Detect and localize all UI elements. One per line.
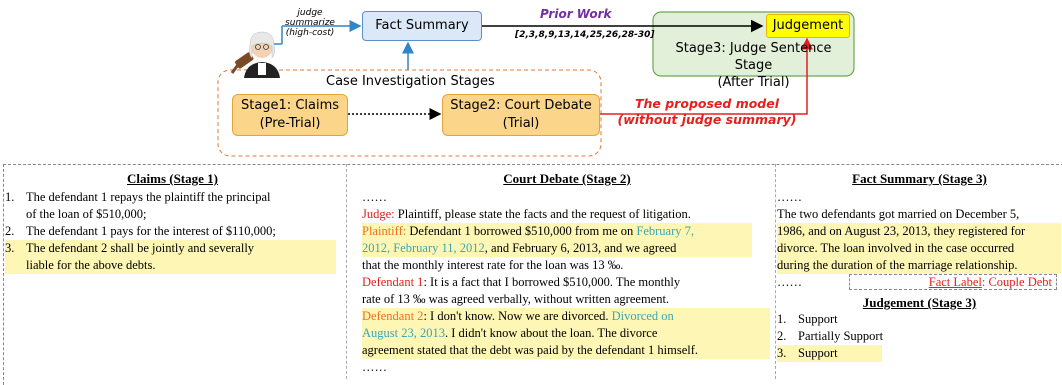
stage3-box-line2: (After Trial) <box>717 75 790 90</box>
fact-panel: Fact Summary (Stage 3) …… The two defend… <box>777 170 1062 362</box>
defendant2-date: Divorced on <box>611 309 674 323</box>
judgement-box: Judgement <box>766 14 850 38</box>
claim-item: 2. The defendant 1 pays for the interest… <box>5 223 340 240</box>
claim-text: The defendant 1 repays the plaintiff the… <box>26 190 271 204</box>
claim-number: 3. <box>5 241 15 255</box>
plaintiff-utterance: Plaintiff: Defendant 1 borrowed $510,000… <box>362 223 752 257</box>
judgement-text: Support <box>798 346 838 360</box>
judgement-item: 1. Support <box>777 311 1062 328</box>
judgement-text: Partially Support <box>798 329 884 343</box>
plaintiff-dates: February 7, <box>636 224 694 238</box>
judgement-item: 2. Partially Support <box>777 328 1062 345</box>
proposed-line1: The proposed model <box>634 96 780 111</box>
judge-summarize-label: judge summarize (high-cost) <box>280 8 340 38</box>
claim-text: liable for the above debts. <box>26 258 156 272</box>
example-panel-border <box>3 164 1062 385</box>
defendant2-date: August 23, 2013 <box>362 326 445 340</box>
judge-speaker: Judge: <box>362 207 395 221</box>
claim-text: The defendant 2 shall be jointly and sev… <box>26 241 255 255</box>
fact-ellipsis-top: …… <box>777 190 802 204</box>
proposed-model-label: The proposed model (without judge summar… <box>612 96 802 128</box>
defendant1-utterance: Defendant 1: It is a fact that I borrowe… <box>362 274 772 291</box>
investigation-container <box>217 69 602 157</box>
judge-utterance: Judge: Plaintiff, please state the facts… <box>362 206 772 223</box>
claims-title: Claims (Stage 1) <box>127 171 218 186</box>
fact-line: The two defendants got married on Decemb… <box>777 207 1020 221</box>
claim-item-highlighted: 3. The defendant 2 shall be jointly and … <box>5 240 336 274</box>
stage3-box-text: Stage3: Judge Sentence Stage (After Tria… <box>655 40 852 91</box>
judgement-title: Judgement (Stage 3) <box>862 295 977 310</box>
column-divider-1 <box>346 164 347 379</box>
debate-ellipsis-bottom: …… <box>362 360 387 374</box>
claim-text: of the loan of $510,000; <box>26 207 147 221</box>
proposed-line2: (without judge summary) <box>617 112 797 127</box>
defendant2-text: : I don't know. Now we are divorced. <box>423 309 612 323</box>
prior-work-label: Prior Work <box>540 7 612 21</box>
defendant2-text: . I didn't know about the loan. The divo… <box>445 326 658 340</box>
fact-line: during the duration of the marriage rela… <box>777 258 1018 272</box>
plaintiff-utterance-end: that the monthly interest rate for the l… <box>362 258 624 272</box>
defendant1-speaker: Defendant 1 <box>362 275 424 289</box>
stage2-line2: (Trial) <box>502 116 540 131</box>
stage1-box: Stage1: Claims (Pre-Trial) <box>232 94 348 136</box>
prior-work-refs: [2,3,8,9,13,14,25,26,28-30] <box>515 30 655 40</box>
stage1-line1: Stage1: Claims <box>240 98 340 113</box>
fact-label-key: Fact Label <box>928 275 982 289</box>
fact-line: 1986, and on August 23, 2013, they regis… <box>777 224 1026 238</box>
judgement-number: 2. <box>777 329 787 343</box>
stage3-box-line1: Stage3: Judge Sentence Stage <box>675 41 832 73</box>
judge-label-line3: (high-cost) <box>285 28 335 38</box>
fact-summary-box: Fact Summary <box>362 11 482 41</box>
claim-text: The defendant 1 pays for the interest of… <box>26 224 276 238</box>
stage2-line1: Stage2: Court Debate <box>450 98 592 113</box>
plaintiff-speaker: Plaintiff: <box>362 224 407 238</box>
judge-icon <box>230 31 280 78</box>
debate-title: Court Debate (Stage 2) <box>503 171 631 186</box>
judge-label-line2: summarize <box>285 18 335 28</box>
fact-ellipsis-bottom: …… <box>777 275 802 289</box>
defendant2-speaker: Defendant 2 <box>362 309 424 323</box>
investigation-title: Case Investigation Stages <box>326 74 495 89</box>
fact-label-value: : Couple Debt <box>981 275 1052 289</box>
plaintiff-dates: 2012, February 11, 2012 <box>362 241 485 255</box>
plaintiff-text: Defendant 1 borrowed $510,000 from me on <box>406 224 637 238</box>
defendant1-text-2: rate of 13 ‰ was agreed verbally, withou… <box>362 292 670 306</box>
fact-line: divorce. The loan involved in the case o… <box>777 241 1015 255</box>
judgement-list: 1. Support 2. Partially Support 3. Suppo… <box>777 311 1062 362</box>
judgement-box-label: Judgement <box>772 18 844 33</box>
fact-summary-box-label: Fact Summary <box>375 18 469 33</box>
plaintiff-text: , and February 6, 2013, and we agreed <box>484 241 677 255</box>
judgement-text: Support <box>798 312 838 326</box>
judgement-number: 1. <box>777 312 787 326</box>
defendant2-utterance: Defendant 2: I don't know. Now we are di… <box>362 308 770 359</box>
judge-text: Plaintiff, please state the facts and th… <box>394 207 691 221</box>
stage2-box: Stage2: Court Debate (Trial) <box>442 94 600 136</box>
claim-number: 1. <box>5 190 15 204</box>
claims-panel: Claims (Stage 1) 1. The defendant 1 repa… <box>5 170 340 274</box>
claims-list: 1. The defendant 1 repays the plaintiff … <box>5 189 340 274</box>
fact-label-box: Fact Label: Couple Debt <box>849 274 1057 290</box>
fact-label-row: …… Fact Label: Couple Debt <box>777 274 1062 292</box>
judge-label-line1: judge <box>297 8 323 18</box>
defendant2-text: agreement stated that the debt was paid … <box>362 343 698 357</box>
debate-panel: Court Debate (Stage 2) …… Judge: Plainti… <box>362 170 772 376</box>
column-divider-2 <box>775 164 776 379</box>
claim-item: 1. The defendant 1 repays the plaintiff … <box>5 189 340 223</box>
proposed-model-arrow <box>600 37 813 115</box>
defendant1-text: : It is a fact that I borrowed $510,000.… <box>423 275 681 289</box>
stage1-line2: (Pre-Trial) <box>259 116 321 131</box>
claim-number: 2. <box>5 224 15 238</box>
judgement-item-highlighted: 3. Support <box>777 345 882 362</box>
pipeline-diagram <box>217 11 855 157</box>
judgement-number: 3. <box>777 346 787 360</box>
fact-title: Fact Summary (Stage 3) <box>852 171 987 186</box>
debate-ellipsis-top: …… <box>362 190 387 204</box>
fact-highlight: 1986, and on August 23, 2013, they regis… <box>777 223 1061 274</box>
